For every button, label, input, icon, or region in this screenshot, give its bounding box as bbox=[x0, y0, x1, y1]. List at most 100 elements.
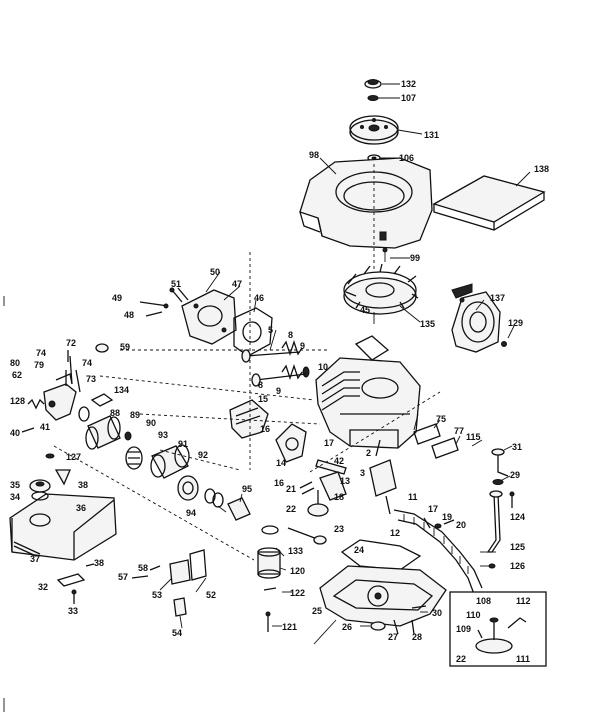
part-132-cap bbox=[364, 79, 382, 89]
part-19-washer bbox=[434, 523, 442, 529]
part-28-screw bbox=[411, 619, 415, 635]
part-24-gasket bbox=[340, 539, 422, 571]
callout-label: 129 bbox=[508, 318, 523, 328]
alignment-lines bbox=[53, 164, 441, 561]
part-34-seal bbox=[31, 491, 49, 501]
callout-label: 89 bbox=[130, 410, 140, 420]
callout-label: 33 bbox=[68, 606, 78, 616]
part-98-blower-housing bbox=[299, 157, 433, 249]
callout-label: 99 bbox=[410, 253, 420, 263]
callout-label: 17 bbox=[324, 438, 334, 448]
callout-label: 36 bbox=[76, 503, 86, 513]
part-121-screw bbox=[265, 611, 271, 632]
part-47-flange bbox=[181, 289, 237, 345]
part-35-cap bbox=[29, 479, 51, 493]
part-91-muffler bbox=[150, 444, 190, 479]
callout-label: 16 bbox=[260, 424, 270, 434]
callout-label: 32 bbox=[38, 582, 48, 592]
callout-label: 23 bbox=[334, 524, 344, 534]
part-135-flywheel bbox=[343, 263, 419, 315]
callout-label: 37 bbox=[30, 554, 40, 564]
callout-label: 48 bbox=[124, 310, 134, 320]
part-23-cam bbox=[287, 527, 327, 545]
callout-label: 59 bbox=[120, 342, 130, 352]
callout-label: 13 bbox=[340, 476, 350, 486]
callout-label: 75 bbox=[436, 414, 446, 424]
part-51-screw bbox=[169, 287, 189, 303]
callout-label: 106 bbox=[399, 153, 414, 163]
part-46-gasket bbox=[233, 307, 273, 357]
inset-box bbox=[449, 591, 547, 667]
callout-label: 11 bbox=[408, 492, 418, 502]
part-127-cap bbox=[45, 453, 55, 459]
callout-label: 30 bbox=[432, 608, 442, 618]
callout-label: 51 bbox=[171, 279, 181, 289]
part-29-seal bbox=[492, 479, 504, 485]
callout-label: 42 bbox=[334, 456, 344, 466]
callout-label: 93 bbox=[158, 430, 168, 440]
callout-label: 124 bbox=[510, 512, 525, 522]
callout-label: 62 bbox=[12, 370, 22, 380]
part-15-baffle bbox=[229, 399, 269, 439]
part-42-wrist-pin bbox=[315, 459, 347, 475]
callout-label: 38 bbox=[78, 480, 88, 490]
callout-label: 16 bbox=[274, 478, 284, 488]
part-77-gasket bbox=[431, 437, 459, 459]
callout-label: 20 bbox=[456, 520, 466, 530]
callout-label: 72 bbox=[66, 338, 76, 348]
callout-label: 98 bbox=[309, 150, 319, 160]
callout-label: 8 bbox=[288, 330, 293, 340]
part-124-screw bbox=[509, 491, 515, 508]
part-107-nut bbox=[367, 95, 379, 101]
callout-label: 92 bbox=[198, 450, 208, 460]
callout-label: 26 bbox=[342, 622, 352, 632]
part-32-bracket bbox=[56, 573, 86, 587]
part-95-plate bbox=[227, 497, 251, 521]
part-90-washer bbox=[124, 431, 132, 441]
callout-label: 5 bbox=[268, 325, 273, 335]
part-20-gasket bbox=[443, 519, 455, 525]
callout-label: 88 bbox=[110, 408, 120, 418]
part-14-plate bbox=[275, 423, 307, 463]
part-99-screw bbox=[382, 247, 388, 262]
part-54-bracket bbox=[173, 597, 187, 617]
callout-label: 27 bbox=[388, 632, 398, 642]
callout-label: 31 bbox=[512, 442, 522, 452]
callout-label: 109 bbox=[456, 624, 471, 634]
part-122-clip bbox=[263, 587, 277, 591]
part-59-grommet bbox=[95, 343, 109, 353]
callout-label: 9 bbox=[300, 341, 305, 351]
part-36-fuel-tank bbox=[9, 493, 117, 561]
part-92-cover bbox=[177, 475, 199, 501]
part-93-screen bbox=[125, 446, 143, 470]
part-129-screw bbox=[501, 341, 507, 347]
part-53-coil bbox=[169, 559, 191, 585]
callout-label: 112 bbox=[516, 596, 531, 606]
callout-label: 91 bbox=[178, 439, 188, 449]
callout-label: 126 bbox=[510, 561, 525, 571]
callout-label: 12 bbox=[390, 528, 400, 538]
callout-label: 28 bbox=[412, 632, 422, 642]
part-1-cylinder-block bbox=[315, 335, 421, 449]
callout-label: 24 bbox=[354, 545, 364, 555]
callout-label: 34 bbox=[10, 492, 20, 502]
part-31-dipstick bbox=[491, 448, 509, 477]
leader-lines bbox=[159, 83, 531, 645]
callout-label: 107 bbox=[401, 93, 416, 103]
callout-label: 120 bbox=[290, 566, 305, 576]
part-tank-cylinder bbox=[85, 415, 121, 450]
part-125-fill-tube bbox=[486, 490, 503, 553]
callout-label: 80 bbox=[10, 358, 20, 368]
callout-label: 95 bbox=[242, 484, 252, 494]
callout-label: 111 bbox=[516, 654, 530, 664]
callout-label: 54 bbox=[172, 628, 182, 638]
part-18-rod bbox=[319, 471, 347, 501]
callout-label: 41 bbox=[40, 422, 50, 432]
callout-label: 125 bbox=[510, 542, 525, 552]
callout-label: 17 bbox=[428, 504, 438, 514]
part-38-lower-screw bbox=[85, 563, 95, 567]
part-137-recoil-starter bbox=[451, 283, 501, 353]
callout-label: 38 bbox=[94, 558, 104, 568]
part-72-screw bbox=[69, 355, 73, 385]
callout-label: 108 bbox=[476, 596, 491, 606]
